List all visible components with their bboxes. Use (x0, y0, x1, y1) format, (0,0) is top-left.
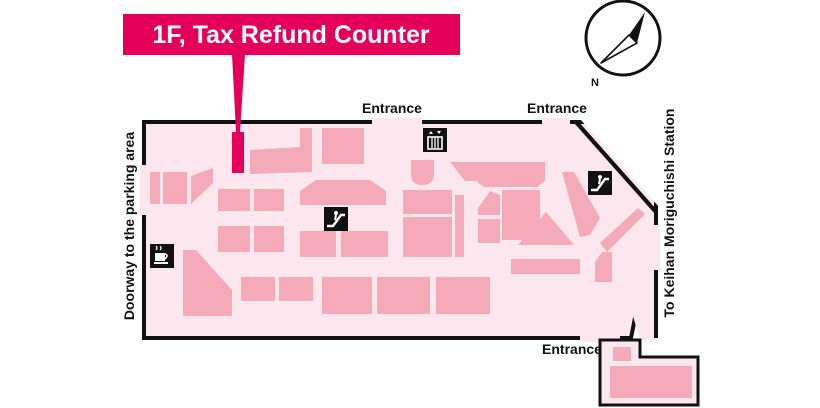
store-block (595, 252, 612, 282)
store-block (254, 226, 284, 252)
store-block (191, 168, 213, 204)
annex-store-small (613, 347, 631, 361)
store-block (377, 277, 430, 314)
store-block (300, 180, 386, 205)
store-block (518, 212, 574, 245)
store-block (254, 189, 284, 211)
store-block (341, 231, 388, 257)
store-block (218, 226, 250, 252)
tax-refund-counter[interactable] (232, 132, 244, 173)
compass-needle-north (629, 12, 645, 43)
callout-label: 1F, Tax Refund Counter (152, 21, 430, 49)
annex-building (598, 338, 700, 407)
doorway-gap-west (140, 165, 148, 215)
store-block (183, 250, 232, 316)
store-block (322, 128, 364, 164)
store-block (241, 277, 275, 301)
entrance-gap-bottom (580, 334, 620, 342)
entrance-gap-top-left (372, 118, 422, 126)
store-block (436, 277, 490, 314)
doorway-parking-label: Doorway to the parking area (121, 132, 137, 320)
store-block (250, 128, 312, 174)
store-block (478, 191, 500, 215)
callout-box (123, 14, 460, 55)
elevator-icon (423, 128, 447, 152)
store-block (411, 160, 434, 185)
escalator-icon (324, 207, 348, 231)
station-gap-east (652, 225, 660, 270)
station-direction-label: To Keihan Moriguchishi Station (661, 109, 677, 318)
tax-refund-callout: 1F, Tax Refund Counter (123, 14, 460, 132)
callout-pointer (232, 54, 245, 132)
outside-corner (580, 119, 660, 208)
store-block (403, 190, 452, 214)
store-block (279, 277, 313, 301)
store-block (450, 162, 545, 187)
compass-needle-south (600, 34, 638, 64)
store-block (218, 189, 250, 211)
store-block (163, 172, 187, 204)
store-block (511, 259, 580, 274)
escalator-icon (588, 171, 612, 195)
compass: N (584, 0, 662, 89)
coffee-cup-icon (150, 244, 174, 268)
entrance-label-top-right: Entrance (527, 100, 587, 116)
store-block (600, 208, 645, 252)
store-block (562, 172, 600, 237)
floor-angled-wall-line (574, 120, 658, 214)
store-block (403, 217, 452, 257)
store-block (150, 172, 160, 204)
entrance-gap-top-right (542, 118, 570, 126)
compass-circle (584, 0, 662, 77)
entrance-label-bottom: Entrance (542, 341, 602, 357)
store-block (322, 277, 372, 314)
store-block (300, 231, 336, 257)
annex-store-large (610, 366, 692, 398)
store-block (478, 219, 500, 243)
entrance-label-top-left: Entrance (362, 100, 422, 116)
store-blocks (150, 128, 645, 316)
compass-north-label: N (591, 77, 599, 89)
store-block (455, 195, 464, 257)
